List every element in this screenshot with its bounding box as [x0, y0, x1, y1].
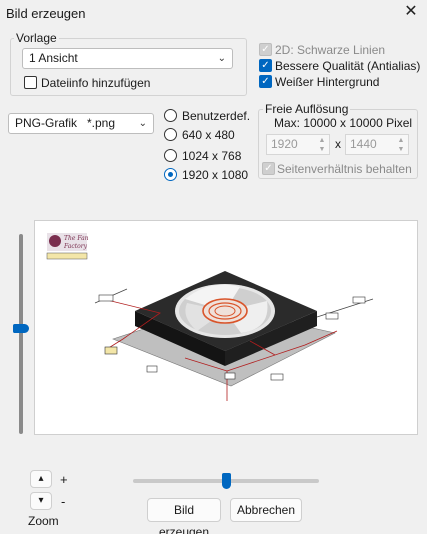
fan-factory-logo: The Fan Factory	[46, 233, 89, 260]
fan-preview-drawing: The Fan Factory	[46, 233, 374, 401]
resolution-label-1920[interactable]: 1920 x 1080	[182, 168, 249, 182]
logo-text-2: Factory	[63, 243, 88, 250]
add-file-info-label[interactable]: Dateiinfo hinzufügen	[41, 76, 151, 90]
image-preview: The Fan Factory	[34, 220, 418, 435]
height-spin-up-icon: ▲	[397, 137, 405, 144]
chevron-down-icon: ⌄	[138, 118, 147, 129]
vertical-zoom-thumb[interactable]	[13, 324, 29, 333]
black-lines-checkbox: ✓	[259, 43, 272, 56]
antialias-label[interactable]: Bessere Qualität (Antialias)	[275, 59, 421, 73]
logo-text-1: The Fan	[64, 235, 89, 242]
zoom-minus-label: -	[61, 494, 66, 509]
template-selected: 1 Ansicht	[29, 51, 78, 65]
template-group	[10, 38, 247, 96]
cancel-button[interactable]: Abbrechen	[230, 498, 302, 522]
max-resolution-text: Max: 10000 x 10000 Pixel	[274, 116, 413, 130]
white-background-label[interactable]: Weißer Hintergrund	[275, 75, 380, 89]
vertical-zoom-track[interactable]	[19, 234, 23, 434]
format-select[interactable]: PNG-Grafik *.png ⌄	[8, 113, 154, 134]
keep-ratio-label: Seitenverhältnis behalten	[277, 162, 412, 176]
width-value: 1920	[271, 137, 298, 151]
template-group-label: Vorlage	[14, 31, 59, 45]
zoom-in-button[interactable]: ▴	[30, 470, 52, 488]
chevron-up-icon: ▴	[38, 473, 44, 484]
resolution-radio-custom[interactable]	[164, 109, 177, 122]
add-file-info-checkbox[interactable]	[24, 76, 37, 89]
resolution-label-640[interactable]: 640 x 480	[182, 128, 235, 142]
resolution-radio-640[interactable]	[164, 128, 177, 141]
width-input: 1920 ▲ ▼	[266, 134, 330, 155]
window-title: Bild erzeugen	[6, 6, 86, 21]
zoom-plus-label: +	[60, 472, 68, 487]
height-spin-down-icon: ▼	[397, 146, 405, 153]
width-spin-up-icon: ▲	[318, 137, 326, 144]
white-background-checkbox[interactable]: ✓	[259, 75, 272, 88]
create-image-button[interactable]: Bild erzeugen	[147, 498, 221, 534]
free-resolution-label: Freie Auflösung	[263, 102, 351, 116]
format-selected: PNG-Grafik *.png	[15, 116, 116, 130]
width-spin-down-icon: ▼	[318, 146, 326, 153]
zoom-out-button[interactable]: ▾	[30, 492, 52, 510]
resolution-radio-1920[interactable]	[164, 168, 177, 181]
zoom-label: Zoom	[28, 514, 59, 528]
times-sign: x	[335, 137, 341, 151]
height-value: 1440	[350, 137, 377, 151]
height-input: 1440 ▲ ▼	[345, 134, 409, 155]
horizontal-slider-thumb[interactable]	[221, 473, 231, 489]
template-select[interactable]: 1 Ansicht ⌄	[22, 48, 233, 69]
antialias-checkbox[interactable]: ✓	[259, 59, 272, 72]
keep-ratio-checkbox: ✓	[262, 162, 275, 175]
resolution-label-custom[interactable]: Benutzerdef.	[182, 109, 251, 123]
chevron-down-icon: ⌄	[217, 53, 226, 64]
close-icon[interactable]: ✕	[404, 3, 418, 20]
chevron-down-icon: ▾	[38, 495, 44, 506]
resolution-radio-1024[interactable]	[164, 149, 177, 162]
resolution-label-1024[interactable]: 1024 x 768	[182, 149, 242, 163]
black-lines-label: 2D: Schwarze Linien	[275, 43, 386, 57]
